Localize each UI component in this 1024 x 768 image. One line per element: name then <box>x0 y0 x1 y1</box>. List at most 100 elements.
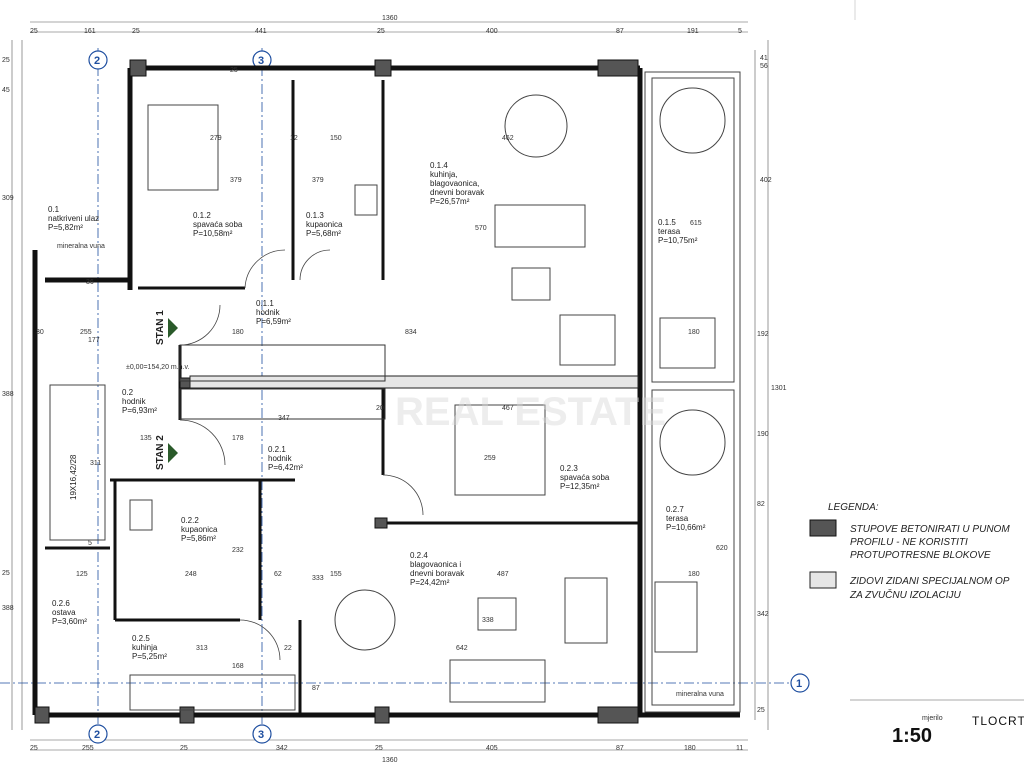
mineral-wool-note-2: mineralna vuna <box>676 691 724 698</box>
dimension-lines <box>11 21 769 751</box>
dim-left-0: 25 <box>2 57 10 64</box>
legend-item-1-line-2: PROFILU - NE KORISTITI <box>850 537 968 548</box>
stan-2-label: STAN 2 <box>155 435 166 470</box>
dim-bottom-3: 342 <box>276 745 288 752</box>
room-0-1-area: P=5,82m² <box>48 223 83 232</box>
room-0-2-name: hodnik <box>122 397 147 406</box>
dim-bottom-6: 87 <box>616 745 624 752</box>
room-0-1-name: natkriveni ulaz <box>48 214 99 223</box>
mineral-wool-note-1: mineralna vuna <box>57 243 105 250</box>
watermark: REAL ESTATE <box>395 390 666 434</box>
dim-int-3: 379 <box>312 177 324 184</box>
room-0-1-4-area: P=26,57m² <box>430 197 470 206</box>
room-0-2-5-name: kuhinja <box>132 643 158 652</box>
room-0-2-4-area: P=24,42m² <box>410 578 450 587</box>
dim-bottom-7: 180 <box>684 745 696 752</box>
room-0-2-number: 0.2 <box>122 388 134 397</box>
axis-label-2-top: 2 <box>94 55 100 67</box>
dim-top-1: 161 <box>84 28 96 35</box>
dim-top-3: 441 <box>255 28 267 35</box>
sheet-title: TLOCRT <box>972 714 1024 728</box>
dim-left-3: 388 <box>2 391 14 398</box>
dim-int-18: 248 <box>185 571 197 578</box>
dim-bottom-1: 255 <box>82 745 94 752</box>
dim-int-27: 338 <box>482 617 494 624</box>
room-0-2-area: P=6,93m² <box>122 406 157 415</box>
dim-int-10: 180 <box>232 329 244 336</box>
dim-right-5: 190 <box>757 431 769 438</box>
dim-int-32: 36 <box>86 279 94 286</box>
room-0-2-7-number: 0.2.7 <box>666 505 684 514</box>
room-0-1-4-name-3: dnevni boravak <box>430 188 485 197</box>
room-0-2-1-area: P=6,42m² <box>268 463 303 472</box>
acoustic-wall <box>189 375 639 389</box>
stairs-label: 19X16,42/28 <box>69 454 78 500</box>
dim-int-20: 333 <box>312 575 324 582</box>
room-0-2-5-number: 0.2.5 <box>132 634 150 643</box>
room-0-1-5-area: P=10,75m² <box>658 236 698 245</box>
room-0-2-7-area: P=10,66m² <box>666 523 706 532</box>
axis-label-2-bottom: 2 <box>94 729 100 741</box>
room-0-1-number: 0.1 <box>48 205 60 214</box>
dim-int-6: 615 <box>690 220 702 227</box>
dim-right-6: 82 <box>757 501 765 508</box>
room-0-1-4-name-1: kuhinja, <box>430 170 458 179</box>
dim-right-2: 402 <box>760 177 772 184</box>
dim-top-total: 1360 <box>382 15 398 22</box>
room-0-1-1-area: P=6,59m² <box>256 317 291 326</box>
dim-int-7: 180 <box>688 329 700 336</box>
dim-bottom-2: 25 <box>180 745 188 752</box>
room-0-1-4-number: 0.1.4 <box>430 161 448 170</box>
dim-bottom-5: 405 <box>486 745 498 752</box>
dim-int-12: 347 <box>278 415 290 422</box>
dim-int-21: 155 <box>330 571 342 578</box>
room-0-1-2-name: spavaća soba <box>193 220 243 229</box>
dim-int-0: 279 <box>210 135 222 142</box>
axis-label-3-bottom: 3 <box>258 729 264 741</box>
dim-bottom-4: 25 <box>375 745 383 752</box>
dim-top-5: 400 <box>486 28 498 35</box>
room-0-2-2-name: kupaonica <box>181 525 218 534</box>
dim-int-19: 232 <box>232 547 244 554</box>
dim-int-15: 311 <box>90 460 101 467</box>
dim-top-4: 25 <box>377 28 385 35</box>
concrete-columns <box>34 59 639 724</box>
room-0-2-3-number: 0.2.3 <box>560 464 578 473</box>
room-0-1-5-name: terasa <box>658 227 681 236</box>
dim-int-35: 5 <box>88 540 92 547</box>
dim-int-8: 255 <box>80 329 92 336</box>
room-0-2-3-name: spavaća soba <box>560 473 610 482</box>
room-0-1-2-area: P=10,58m² <box>193 229 233 238</box>
corridor-boxes <box>179 344 386 420</box>
dim-top-2: 25 <box>132 28 140 35</box>
dim-int-36: 125 <box>76 571 88 578</box>
dim-int-33: 30 <box>36 329 44 336</box>
room-0-2-4-name-2: dnevni boravak <box>410 569 465 578</box>
dim-int-29: 87 <box>312 685 320 692</box>
legend-column-swatch <box>809 519 837 537</box>
legend-item-2-line-2: ZA ZVUČNU IZOLACIJU <box>849 588 962 601</box>
room-0-1-5-number: 0.1.5 <box>658 218 676 227</box>
dim-left-4: 388 <box>2 605 14 612</box>
dim-right-0: 41 <box>760 55 768 62</box>
stan-1-label: STAN 1 <box>155 310 166 345</box>
elevation-label: ±0,00=154,20 m.n.v. <box>126 364 190 371</box>
dim-left-5: 25 <box>2 570 10 577</box>
dim-int-24: 180 <box>688 571 700 578</box>
room-0-2-1-number: 0.2.1 <box>268 445 286 454</box>
dim-int-30: 25 <box>230 67 238 74</box>
room-0-2-6-number: 0.2.6 <box>52 599 70 608</box>
dim-right-3: 1301 <box>771 385 787 392</box>
dim-bottom-total: 1360 <box>382 757 398 764</box>
dim-int-1: 379 <box>230 177 242 184</box>
dim-bottom-8: 11 <box>736 745 743 752</box>
dim-int-14: 178 <box>232 435 244 442</box>
room-0-2-4-name-1: blagovaonica i <box>410 560 461 569</box>
dim-right-4: 192 <box>757 331 769 338</box>
room-0-1-1-name: hodnik <box>256 308 281 317</box>
room-0-2-2-area: P=5,86m² <box>181 534 216 543</box>
room-0-2-3-area: P=12,35m² <box>560 482 600 491</box>
axis-label-3-top: 3 <box>258 55 264 67</box>
dim-int-34: 20 <box>376 405 384 412</box>
scale-label: mjerilo <box>922 715 943 722</box>
